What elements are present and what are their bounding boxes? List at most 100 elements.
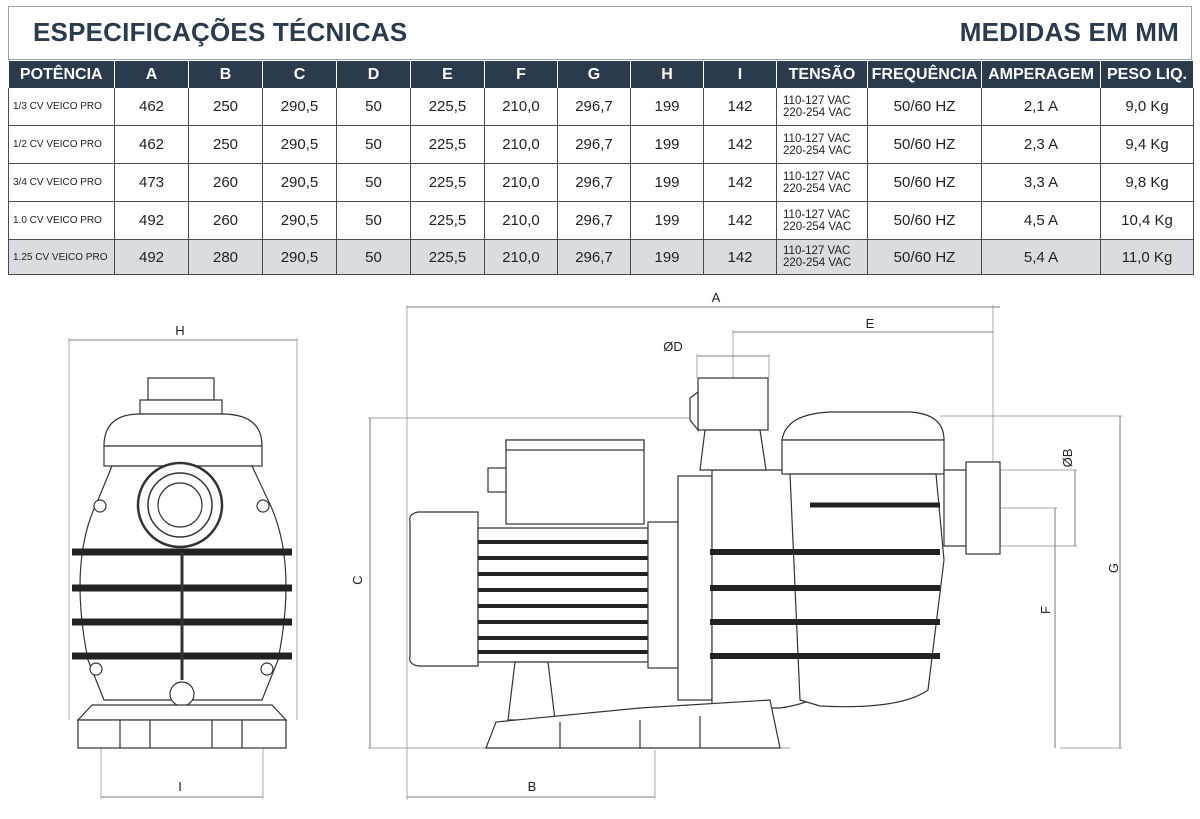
- table-cell: 11,0 Kg: [1100, 239, 1194, 275]
- table-cell: 50: [336, 201, 411, 240]
- table-cell: 199: [630, 201, 704, 240]
- table-cell: 225,5: [410, 239, 485, 275]
- dimension-label-g: G: [1106, 563, 1121, 573]
- table-cell: 199: [630, 239, 704, 275]
- table-cell: 250: [188, 125, 263, 164]
- table-cell: 142: [703, 88, 777, 126]
- table-cell: 250: [188, 88, 263, 126]
- table-cell: 290,5: [262, 163, 337, 202]
- table-cell: 225,5: [410, 201, 485, 240]
- table-cell: 199: [630, 88, 704, 126]
- column-header: D: [336, 61, 411, 88]
- table-cell: 142: [703, 201, 777, 240]
- column-header: POTÊNCIA: [8, 61, 115, 88]
- table-cell: 5,4 A: [981, 239, 1101, 275]
- tension-line: 110-127 VAC: [783, 132, 851, 145]
- column-header: C: [262, 61, 337, 88]
- tension-line: 220-254 VAC: [783, 144, 852, 157]
- column-header: G: [557, 61, 631, 88]
- table-cell: 210,0: [484, 125, 558, 164]
- tension-line: 220-254 VAC: [783, 182, 852, 195]
- table-cell: 296,7: [557, 88, 631, 126]
- front-view: [68, 338, 298, 799]
- table-cell: 296,7: [557, 163, 631, 202]
- table-cell: 290,5: [262, 201, 337, 240]
- table-cell: 9,0 Kg: [1100, 88, 1194, 126]
- tension-line: 220-254 VAC: [783, 257, 852, 269]
- table-cell-model: 3/4 CV VEICO PRO: [8, 163, 115, 202]
- tension-line: 220-254 VAC: [783, 106, 852, 119]
- table-cell: 296,7: [557, 239, 631, 275]
- table-cell: 50: [336, 125, 411, 164]
- table-cell: 50/60 HZ: [867, 125, 982, 164]
- table-cell: 2,1 A: [981, 88, 1101, 126]
- table-cell-model: 1.25 CV VEICO PRO: [8, 239, 115, 275]
- table-cell: 210,0: [484, 239, 558, 275]
- table-cell: 492: [114, 239, 189, 275]
- column-header: PESO LIQ.: [1100, 61, 1194, 88]
- column-header: TENSÃO: [776, 61, 868, 88]
- table-cell: 142: [703, 239, 777, 275]
- dimension-label-e: E: [866, 316, 875, 331]
- table-cell: 9,4 Kg: [1100, 125, 1194, 164]
- column-header: AMPERAGEM: [981, 61, 1101, 88]
- table-cell: 50/60 HZ: [867, 201, 982, 240]
- table-cell: 225,5: [410, 163, 485, 202]
- table-cell: 50: [336, 239, 411, 275]
- tension-line: 110-127 VAC: [783, 170, 851, 183]
- table-cell: 50: [336, 88, 411, 126]
- table-header-row: POTÊNCIA A B C D E F G H I TENSÃO FREQUÊ…: [8, 61, 1194, 88]
- table-cell: 296,7: [557, 201, 631, 240]
- table-cell: 290,5: [262, 125, 337, 164]
- table-cell: 290,5: [262, 88, 337, 126]
- table-cell: 50/60 HZ: [867, 163, 982, 202]
- table-cell: 210,0: [484, 201, 558, 240]
- table-cell: 9,8 Kg: [1100, 163, 1194, 202]
- title-bar: ESPECIFICAÇÕES TÉCNICAS MEDIDAS EM MM: [8, 6, 1192, 60]
- table-cell: 2,3 A: [981, 125, 1101, 164]
- column-header: F: [484, 61, 558, 88]
- page-title: ESPECIFICAÇÕES TÉCNICAS: [33, 17, 408, 47]
- table-cell: 10,4 Kg: [1100, 201, 1194, 240]
- table-cell: 142: [703, 125, 777, 164]
- column-header: I: [703, 61, 777, 88]
- table-cell: 492: [114, 201, 189, 240]
- table-cell: 3,3 A: [981, 163, 1101, 202]
- dimension-label-h: H: [175, 323, 184, 338]
- tension-line: 110-127 VAC: [783, 208, 851, 221]
- column-header: FREQUÊNCIA: [867, 61, 982, 88]
- table-cell: 142: [703, 163, 777, 202]
- table-cell: 50/60 HZ: [867, 88, 982, 126]
- table-cell: 280: [188, 239, 263, 275]
- tension-line: 220-254 VAC: [783, 220, 852, 233]
- units-note: MEDIDAS EM MM: [959, 17, 1179, 47]
- table-cell: 225,5: [410, 125, 485, 164]
- table-cell: 260: [188, 163, 263, 202]
- table-cell: 296,7: [557, 125, 631, 164]
- column-header: A: [114, 61, 189, 88]
- table-cell: 473: [114, 163, 189, 202]
- dimension-label-a: A: [712, 290, 721, 305]
- spec-table: POTÊNCIA A B C D E F G H I TENSÃO FREQUÊ…: [8, 61, 1194, 275]
- table-cell: 260: [188, 201, 263, 240]
- side-view: [368, 305, 1122, 800]
- dimension-label-b: B: [528, 779, 537, 794]
- dimension-label-b-diameter: ØB: [1060, 449, 1075, 468]
- table-cell-model: 1/2 CV VEICO PRO: [8, 125, 115, 164]
- table-cell: 199: [630, 125, 704, 164]
- table-cell-model: 1/3 CV VEICO PRO: [8, 88, 115, 126]
- table-cell: 290,5: [262, 239, 337, 275]
- dimension-label-f: F: [1038, 606, 1053, 614]
- dimension-label-i: I: [178, 779, 182, 794]
- dimension-label-c: C: [350, 575, 365, 584]
- column-header: H: [630, 61, 704, 88]
- pump-technical-drawing: H I A E ØD B C G F ØB: [68, 290, 1122, 800]
